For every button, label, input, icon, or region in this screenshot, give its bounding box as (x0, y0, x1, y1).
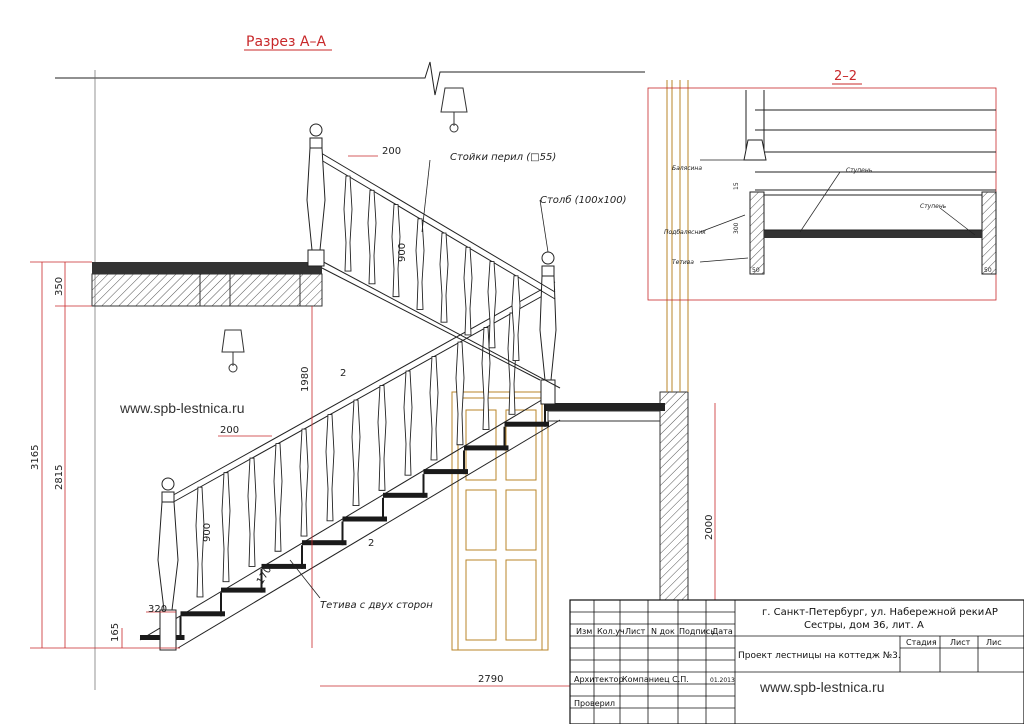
step-tread (342, 516, 387, 522)
detail-label-tread: Ступень (846, 167, 873, 174)
baluster (391, 204, 401, 298)
detail-2-2: 2–2 (647, 69, 997, 301)
title-sheets: Лис (986, 638, 1002, 647)
baluster (455, 341, 465, 446)
title-col-data: Дата (712, 627, 733, 636)
baluster (195, 486, 205, 598)
baluster (351, 399, 361, 507)
dim-200-upper: 200 (382, 146, 401, 157)
title-code: АР (985, 607, 998, 618)
baluster (299, 428, 309, 537)
watermark: www.spb-lestnica.ru (759, 679, 885, 695)
section-arrow-num: 2 (368, 538, 374, 549)
detail-dim-300: 300 (733, 222, 740, 234)
baluster (487, 261, 497, 349)
title-col-ndok: N док (651, 627, 675, 636)
step-tread (221, 587, 266, 593)
dim-3165: 3165 (30, 445, 41, 470)
detail-dim-50: 50 (984, 267, 992, 274)
title-block (569, 599, 1024, 724)
floor-slab (91, 262, 323, 307)
upper-handrail (315, 149, 561, 389)
newel-post (539, 251, 557, 405)
balusters-label: Стойки перил (□55) (450, 152, 556, 163)
title-project: Проект лестницы на коттедж №3. (738, 651, 901, 661)
detail-dim-50: 50 (752, 267, 760, 274)
lower-handrail (167, 281, 556, 506)
title-col-izm: Изм (576, 627, 592, 636)
baluster (415, 218, 425, 310)
post-label: Столб (100x100) (540, 194, 627, 206)
detail-label-stringer: Тетива (672, 259, 694, 266)
baluster (463, 246, 473, 336)
detail-label-tread: Ступень (920, 203, 947, 210)
step-tread (504, 421, 549, 427)
section-arrow-num: 2 (340, 368, 346, 379)
door (451, 391, 549, 651)
step-tread (302, 540, 347, 546)
callout-leader (421, 159, 431, 233)
detail-title: 2–2 (834, 69, 857, 84)
title-address-line1: г. Санкт-Петербург, ул. Набережной реки (762, 607, 984, 618)
title-role-architect: Архитектор (574, 675, 624, 684)
dim-2815: 2815 (54, 465, 65, 490)
newel-post (157, 477, 179, 651)
step-tread (383, 492, 428, 498)
baluster (273, 443, 283, 552)
dim-900-upper: 900 (397, 243, 408, 262)
baluster (221, 472, 231, 583)
dim-900-lower: 900 (202, 523, 213, 542)
detail-dim-15: 15 (733, 182, 740, 190)
baluster (429, 356, 439, 461)
title-sheet: Лист (950, 638, 971, 647)
detail-label-handrail-base: Подбалясник (664, 229, 706, 236)
baluster (247, 457, 257, 567)
title-col-list: Лист (625, 627, 646, 636)
dim-2000: 2000 (704, 515, 715, 540)
steps (140, 403, 549, 640)
dim-200-lower: 200 (220, 425, 239, 436)
baluster (367, 189, 377, 285)
baluster (343, 175, 353, 272)
step-tread (180, 611, 225, 617)
wall-lamp-icon (221, 329, 245, 373)
detail-label-baluster: Балясина (672, 165, 702, 172)
wall-lamp-icon (440, 87, 468, 133)
dimension-lines (30, 155, 716, 687)
title-name-architect: Компаниец С.П. (622, 675, 689, 684)
title-date: 01.2013 (710, 677, 735, 684)
title-stage: Стадия (906, 638, 937, 647)
newel-post (306, 123, 326, 267)
stringer-label: Тетива с двух сторон (320, 600, 433, 611)
step-tread (423, 469, 468, 475)
baluster (377, 385, 387, 491)
baluster (403, 370, 413, 476)
dim-350: 350 (54, 277, 65, 296)
baluster (325, 414, 335, 522)
title-address-line2: Сестры, дом 36, лит. А (804, 620, 924, 631)
title-col-kol: Кол.уч (597, 627, 625, 636)
upper-balusters (343, 175, 521, 362)
landing (545, 403, 665, 422)
watermark: www.spb-lestnica.ru (119, 400, 245, 416)
callout-leader (539, 199, 549, 253)
step-tread (261, 563, 306, 569)
ceiling-line (55, 61, 645, 690)
baluster (439, 232, 449, 323)
title-col-podp: Подпись (679, 627, 715, 636)
lower-balusters (195, 312, 517, 598)
dim-2790: 2790 (478, 674, 503, 685)
dim-1980: 1980 (300, 367, 311, 392)
title-role-checked: Проверил (574, 699, 615, 708)
baluster (511, 275, 521, 362)
callout-leader (289, 559, 321, 599)
step-tread (464, 445, 509, 451)
dim-165: 165 (110, 623, 121, 642)
dim-320: 320 (148, 604, 167, 615)
section-title: Разрез А–А (246, 34, 326, 50)
